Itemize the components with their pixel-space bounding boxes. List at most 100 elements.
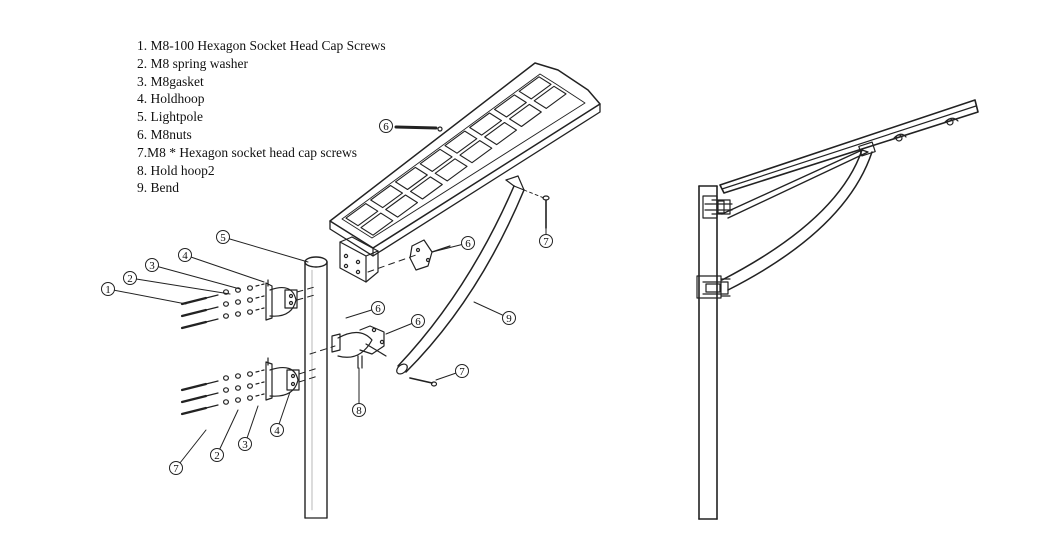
upper-bolts bbox=[180, 283, 265, 330]
callout-circle bbox=[101, 282, 115, 296]
lower-assembly-guide-lines bbox=[298, 345, 336, 383]
panel-cell bbox=[434, 158, 468, 182]
bolt-guide-line bbox=[255, 307, 265, 311]
panel-cell bbox=[419, 148, 453, 172]
callout-circle bbox=[210, 448, 224, 462]
callout-circle bbox=[123, 271, 137, 285]
washer bbox=[223, 387, 230, 393]
panel-cell bbox=[508, 103, 542, 128]
callout-circle bbox=[379, 119, 393, 133]
legend-item-3: 3. M8gasket bbox=[137, 73, 204, 89]
panel-cell bbox=[469, 112, 503, 136]
callout-circle bbox=[145, 258, 159, 272]
cap-screw bbox=[180, 296, 208, 306]
washer bbox=[247, 309, 254, 315]
callout-leader bbox=[151, 264, 241, 290]
lower-bolts bbox=[180, 369, 265, 416]
callout-number: 1 bbox=[105, 284, 111, 296]
callout-circle bbox=[216, 230, 230, 244]
panel-bracket bbox=[339, 236, 379, 283]
cap-screw bbox=[180, 382, 208, 392]
bolt-guide-line bbox=[255, 393, 265, 397]
callout-number: 6 bbox=[383, 121, 389, 133]
callout-number: 2 bbox=[127, 273, 133, 285]
cap-screw bbox=[180, 394, 208, 404]
screw-shank bbox=[205, 306, 219, 311]
callout-circle bbox=[352, 403, 366, 417]
callout-circle bbox=[455, 364, 469, 378]
washer bbox=[247, 285, 254, 291]
callout-leader bbox=[175, 429, 207, 469]
callout-number: 6 bbox=[375, 303, 381, 315]
cap-screw bbox=[180, 406, 208, 416]
cap-screw bbox=[180, 320, 208, 330]
callout-circle bbox=[238, 437, 252, 451]
callout-leader bbox=[222, 236, 309, 263]
bolt-guide-line bbox=[255, 295, 265, 299]
nut-6-top bbox=[394, 125, 443, 132]
assembled-side-view bbox=[696, 99, 979, 520]
upper-nut-bracket bbox=[409, 239, 451, 271]
parts-legend: 1. M8-100 Hexagon Socket Head Cap Screws… bbox=[137, 37, 386, 197]
panel-cell bbox=[409, 176, 443, 200]
callout-number: 7 bbox=[543, 236, 549, 248]
legend-item-7: 7.M8 * Hexagon socket head cap screws bbox=[137, 144, 358, 160]
callout-number: 3 bbox=[242, 439, 248, 451]
callout-circle bbox=[539, 234, 553, 248]
washer bbox=[235, 385, 242, 391]
washer bbox=[247, 297, 254, 303]
callout-number: 9 bbox=[506, 313, 512, 325]
legend-item-8: 8. Hold hoop2 bbox=[137, 162, 215, 178]
light-pole bbox=[304, 256, 328, 519]
panel-cell bbox=[444, 130, 478, 154]
cap-screw bbox=[180, 308, 208, 318]
screw-7-bottom bbox=[409, 377, 438, 387]
callout-number: 8 bbox=[356, 405, 362, 417]
bolt-guide-line bbox=[255, 381, 265, 385]
washer bbox=[223, 375, 230, 381]
washer bbox=[235, 311, 242, 317]
callout-circle bbox=[178, 248, 192, 262]
washer bbox=[235, 299, 242, 305]
solar-panel bbox=[329, 62, 601, 257]
panel-cell bbox=[394, 166, 428, 191]
callout-leader bbox=[107, 288, 187, 305]
washer bbox=[223, 313, 230, 319]
callout-circle bbox=[502, 311, 516, 325]
callout-number: 3 bbox=[149, 260, 155, 272]
washer bbox=[235, 287, 242, 293]
callout-leader bbox=[184, 254, 265, 283]
panel-cell-grid bbox=[345, 76, 567, 236]
callout-number: 4 bbox=[182, 250, 188, 262]
washer bbox=[247, 383, 254, 389]
bolt-guide-line bbox=[255, 283, 265, 287]
panel-cell bbox=[493, 94, 527, 118]
panel-cell bbox=[518, 76, 552, 100]
legend-item-4: 4. Holdhoop bbox=[137, 91, 205, 107]
upper-hold-hoop bbox=[265, 279, 298, 321]
hold-hoop-2 bbox=[331, 325, 387, 369]
washer bbox=[235, 373, 242, 379]
panel-cell bbox=[533, 85, 567, 109]
callout-number: 4 bbox=[274, 425, 280, 437]
panel-cell bbox=[360, 212, 394, 236]
washer bbox=[247, 371, 254, 377]
screw-shank bbox=[205, 294, 219, 299]
panel-cell bbox=[370, 184, 404, 209]
washer bbox=[223, 301, 230, 307]
callout-circle bbox=[371, 301, 385, 315]
washer bbox=[223, 399, 230, 405]
callout-number: 5 bbox=[220, 232, 226, 244]
screw-7-top bbox=[542, 195, 550, 229]
legend-item-9: 9. Bend bbox=[137, 180, 179, 196]
screw-shank bbox=[205, 392, 219, 397]
panel-cell bbox=[484, 121, 518, 146]
callout-number: 7 bbox=[459, 366, 465, 378]
washer bbox=[235, 397, 242, 403]
washer bbox=[223, 289, 230, 295]
screw-guide-lines bbox=[523, 189, 545, 199]
screw-shank bbox=[205, 404, 219, 409]
